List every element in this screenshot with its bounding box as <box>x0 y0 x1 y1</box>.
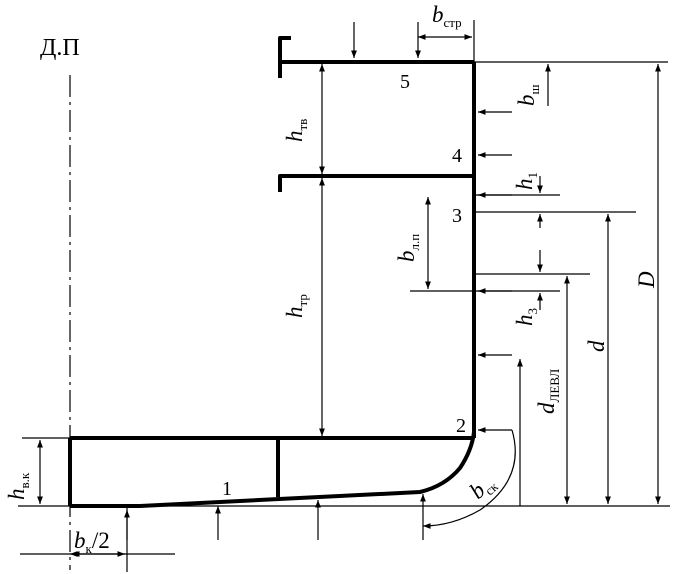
point-2-label: 2 <box>456 415 466 437</box>
label-d-kvl: dЛЕВЛ <box>534 369 562 414</box>
label-d: d <box>584 340 609 352</box>
label-h-1: h1 <box>512 172 540 190</box>
label-h-vk: hв.к <box>4 472 32 500</box>
point-3-label: 3 <box>452 205 462 227</box>
dimension-lines <box>18 20 670 572</box>
point-4-label: 4 <box>452 145 462 167</box>
load-arrows <box>124 22 523 540</box>
label-h-3: h3 <box>512 308 540 326</box>
label-bk-half: bк/2 <box>74 528 110 556</box>
bottom-shell <box>70 431 476 508</box>
label-h-tr: hтр <box>282 294 310 318</box>
hull-structure <box>68 36 476 508</box>
dim-b-sk-arc <box>422 429 516 529</box>
label-b-sh: bш <box>514 84 542 106</box>
point-1-label: 1 <box>222 478 232 500</box>
upper-deck-flange <box>278 36 291 78</box>
label-h-tv: hтв <box>282 119 310 142</box>
label-b-sk: bск <box>465 469 502 506</box>
labels: Д.П 1 2 3 4 5 bстр hтв hтр bл.п bш h1 <box>4 2 659 556</box>
centerline-label: Д.П <box>40 35 80 61</box>
label-b-str: bстр <box>432 2 462 30</box>
label-b-lp: bл.п <box>394 234 422 262</box>
point-5-label: 5 <box>400 71 410 93</box>
tween-deck-flange <box>278 174 291 192</box>
label-D: D <box>634 271 659 289</box>
